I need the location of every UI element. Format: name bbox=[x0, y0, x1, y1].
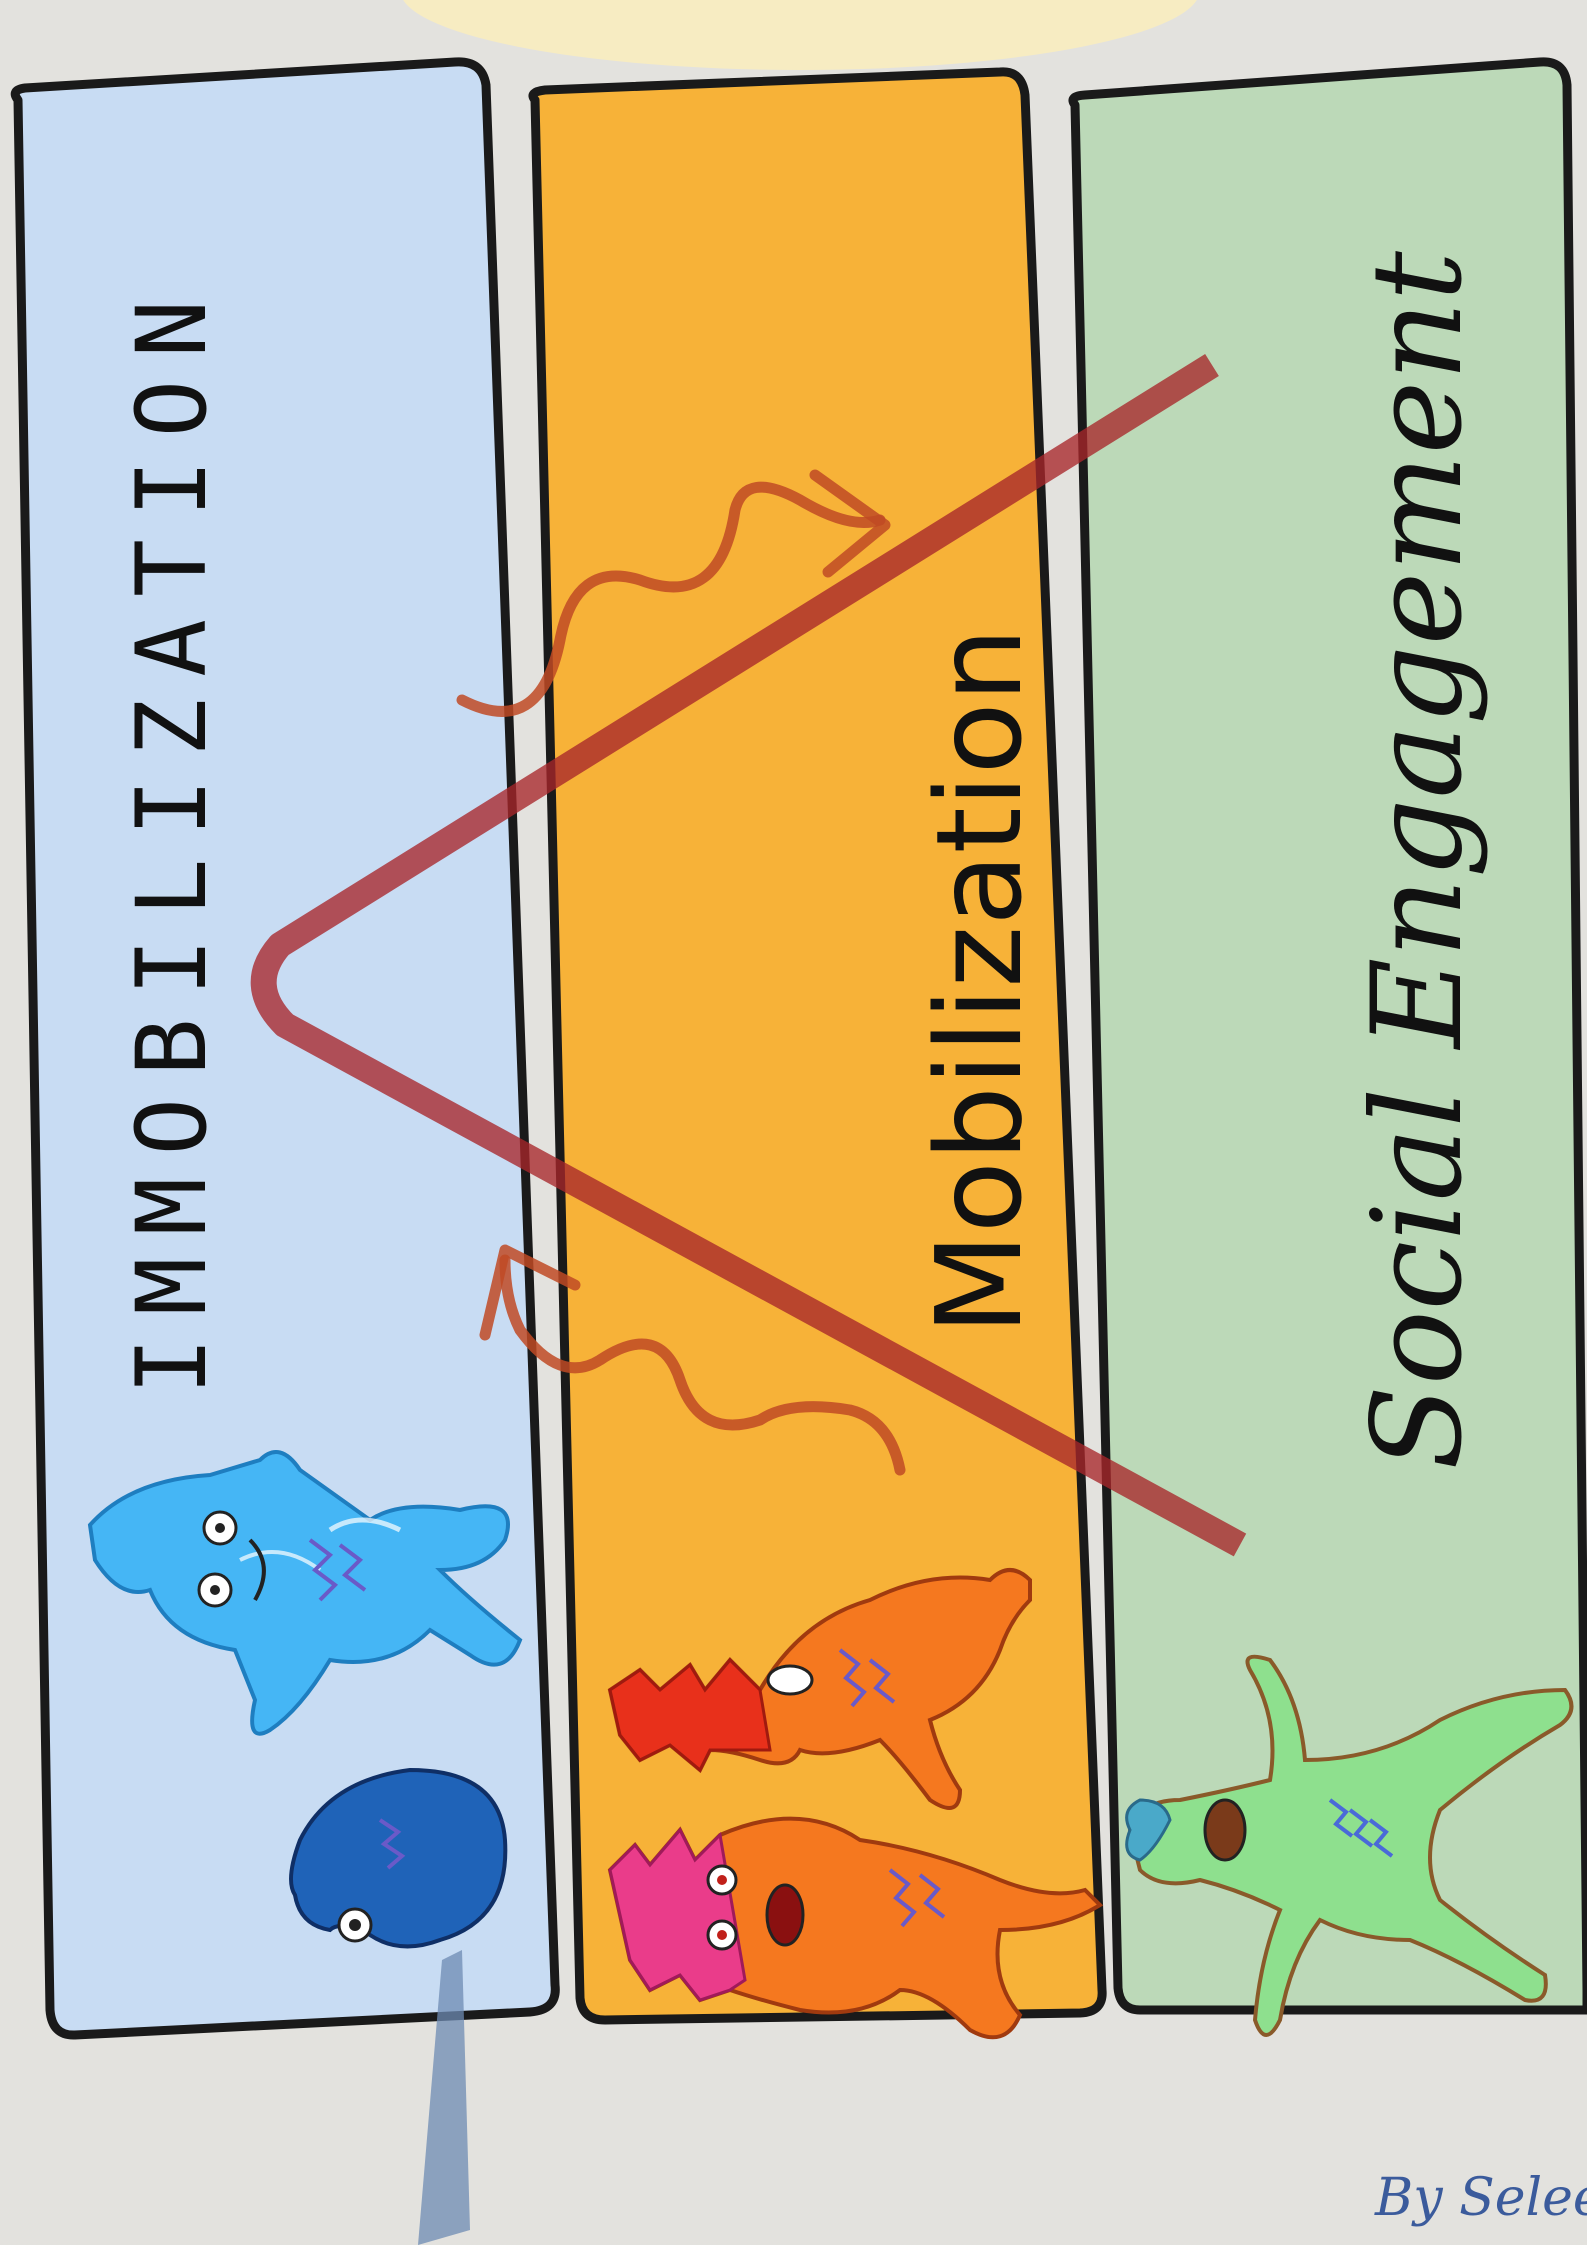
panel-mobilization bbox=[528, 67, 1107, 2025]
wavy-arrow-down-head bbox=[479, 1244, 581, 1341]
panel-label-mobilization: Mobilization bbox=[910, 627, 1048, 1335]
wavy-arrow-down bbox=[499, 1254, 906, 1476]
hierarchy-arrow bbox=[250, 353, 1247, 1557]
blue-drip bbox=[418, 1950, 470, 2245]
panel-label-immobilization: IMMOBILIZATION bbox=[116, 278, 228, 1395]
wavy-arrow-up bbox=[456, 481, 886, 717]
happy-character bbox=[1125, 1654, 1574, 2037]
panel-label-social-engagement: Social Engagement bbox=[1346, 250, 1490, 1470]
collapsed-character bbox=[289, 1767, 508, 1949]
frozen-character bbox=[87, 1450, 523, 1736]
panicked-character bbox=[607, 1816, 1104, 2040]
wavy-arrow-up-head bbox=[809, 469, 891, 578]
signature: By Seleee bbox=[1374, 2168, 1587, 2228]
sun-glow bbox=[403, 0, 1197, 70]
angry-character bbox=[607, 1568, 1032, 1810]
